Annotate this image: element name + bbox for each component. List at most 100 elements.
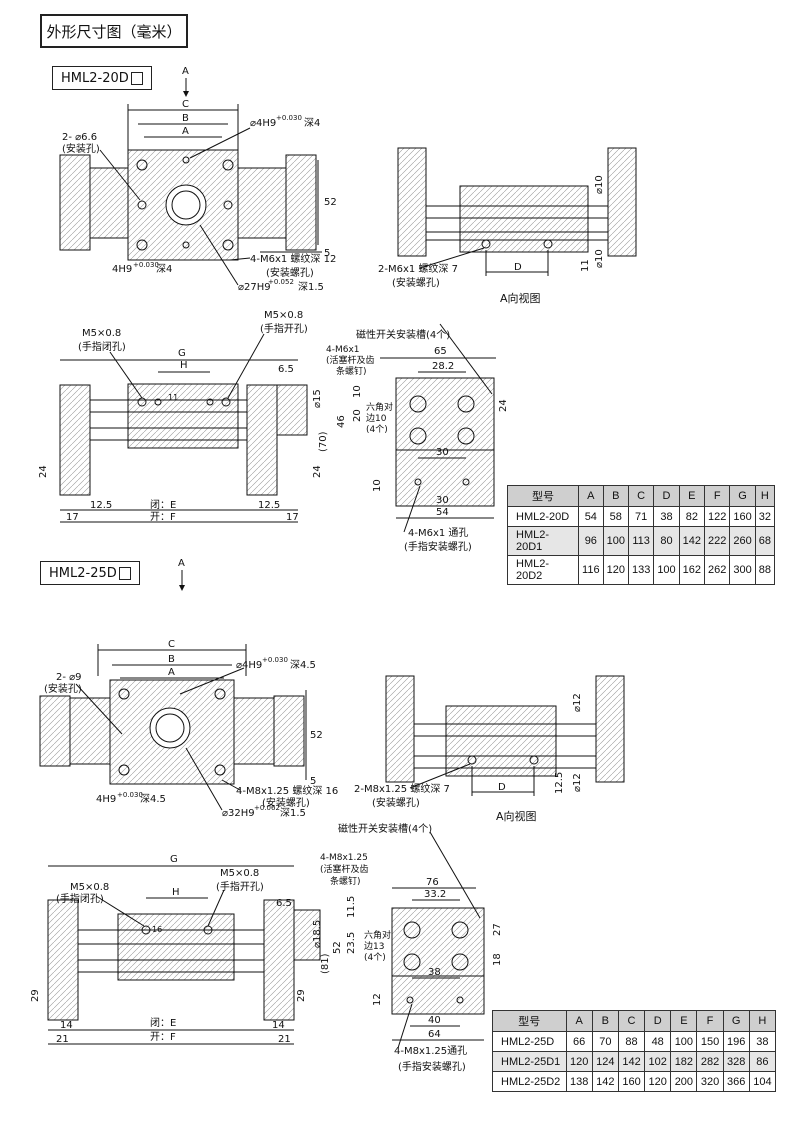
finger-screw: 4-M8x1.25通孔 xyxy=(394,1045,467,1057)
hole-note: (安装孔) xyxy=(44,682,82,695)
cell: 320 xyxy=(696,1071,724,1092)
cell: 328 xyxy=(722,1051,750,1072)
cell: 120 xyxy=(644,1071,672,1092)
front-17-right: 17 xyxy=(286,512,299,523)
front-open-port: M5×0.8 xyxy=(220,868,259,879)
bore-callout: ⌀27H9 xyxy=(238,282,271,293)
mount-screw: 4-M6x1 螺纹深 12 xyxy=(250,252,336,265)
pin-bottom: 4H9 xyxy=(96,794,116,805)
cell: 88 xyxy=(754,555,776,585)
pin-top: ⌀4H9 xyxy=(250,118,276,129)
top-view-20: A C B A 52 5 2- ⌀ xyxy=(59,66,337,293)
table-row: HML2-25D2 138 142 160 120 200 320 366 10… xyxy=(492,1071,777,1092)
cell: 104 xyxy=(748,1071,777,1092)
end-20: 20 xyxy=(352,409,363,422)
header-e: E xyxy=(670,1010,698,1032)
table-row: HML2-20D 54 58 71 38 82 122 160 32 xyxy=(506,506,776,527)
bore-depth: 深1.5 xyxy=(298,281,324,293)
header-e: E xyxy=(678,485,706,507)
front-h: H xyxy=(180,360,188,371)
front-81: (81) xyxy=(320,953,331,974)
cell: 68 xyxy=(754,526,776,556)
side-phi-bottom: ⌀10 xyxy=(594,249,605,268)
arrow-a-label: A xyxy=(182,66,189,77)
finger-screw-note: (手指安装螺孔) xyxy=(404,540,472,553)
cell: 366 xyxy=(722,1071,750,1092)
cell: 54 xyxy=(578,506,604,527)
front-open-note: (手指开孔) xyxy=(216,880,264,893)
table-row: HML2-20D2 116 120 133 100 162 262 300 88 xyxy=(506,555,776,585)
finger-screw-note: (手指安装螺孔) xyxy=(398,1060,466,1073)
front-21-left: 21 xyxy=(56,1034,69,1045)
table-row: HML2-20D1 96 100 113 80 142 222 260 68 xyxy=(506,526,776,556)
hole-note: (安装孔) xyxy=(62,142,100,155)
cell: 100 xyxy=(653,555,680,585)
dim-a: A xyxy=(182,126,189,137)
front-g: G xyxy=(178,348,186,359)
end-115: 11.5 xyxy=(346,896,357,918)
dim-5: 5 xyxy=(310,776,316,787)
hex-note3: (4个) xyxy=(364,952,386,963)
model-name: HML2-20D xyxy=(61,70,129,86)
table-row: HML2-25D 66 70 88 48 100 150 196 38 xyxy=(492,1031,777,1052)
header-h: H xyxy=(754,485,776,507)
side-phi-top: ⌀10 xyxy=(594,175,605,194)
cell: 102 xyxy=(644,1051,672,1072)
cell: 300 xyxy=(729,555,756,585)
end-52: 52 xyxy=(332,941,343,954)
cell: 160 xyxy=(617,1071,646,1092)
header-h: H xyxy=(748,1010,777,1032)
cell: 70 xyxy=(591,1031,619,1052)
front-close-port: M5×0.8 xyxy=(82,328,121,339)
mount-screw: 4-M8x1.25 螺纹深 16 xyxy=(236,784,338,797)
front-e: 闭：E xyxy=(150,498,176,511)
end-40: 40 xyxy=(428,1015,441,1026)
dim-52: 52 xyxy=(324,197,337,208)
cell: 182 xyxy=(670,1051,698,1072)
header-g: G xyxy=(729,485,756,507)
header-c: C xyxy=(617,1010,646,1032)
rod-screw-note1: (活塞杆及齿 xyxy=(320,863,369,875)
cell: 133 xyxy=(627,555,655,585)
cell: HML2-20D xyxy=(506,506,580,527)
bore-tol: +0.062 xyxy=(254,804,280,812)
cell: 120 xyxy=(565,1051,593,1072)
end-38: 38 xyxy=(428,967,441,978)
dim-c: C xyxy=(168,639,175,650)
pin-top-depth: 深4.5 xyxy=(290,659,316,671)
header-a: A xyxy=(565,1010,593,1032)
header-b: B xyxy=(591,1010,619,1032)
side-view-20: D ⌀10 ⌀10 11 2-M6x1 螺纹深 7 (安装螺孔) A向视图 xyxy=(378,147,637,305)
cell: HML2-20D1 xyxy=(506,526,580,556)
pin-bottom-tol: +0.030 xyxy=(133,261,159,269)
end-46: 46 xyxy=(336,415,347,428)
side-screw-note: (安装螺孔) xyxy=(392,276,440,289)
side-screw-note: (安装螺孔) xyxy=(372,796,420,809)
front-125-left: 12.5 xyxy=(90,500,112,511)
slot-note: 磁性开关安装槽(4个) xyxy=(338,822,432,835)
end-65: 65 xyxy=(434,346,447,357)
header-d: D xyxy=(653,485,680,507)
side-view-25: D ⌀12 ⌀12 12.5 2-M8x1.25 螺纹深 7 (安装螺孔) A向… xyxy=(354,675,625,823)
pin-top-tol: +0.030 xyxy=(276,114,302,122)
dim-b: B xyxy=(168,654,175,665)
header-c: C xyxy=(627,485,655,507)
end-10a: 10 xyxy=(352,385,363,398)
header-model: 型号 xyxy=(492,1010,567,1032)
front-24-left: 24 xyxy=(38,465,49,478)
front-h: H xyxy=(172,887,180,898)
end-64: 64 xyxy=(428,1029,441,1040)
front-open-port: M5×0.8 xyxy=(264,310,303,321)
front-close-port: M5×0.8 xyxy=(70,882,109,893)
cell: 66 xyxy=(565,1031,593,1052)
cell: 116 xyxy=(578,555,604,585)
hole-callout: 2- ⌀6.6 xyxy=(62,132,97,143)
cell: 82 xyxy=(678,506,706,527)
front-125-right: 12.5 xyxy=(258,500,280,511)
header-f: F xyxy=(696,1010,724,1032)
front-view-20: G H 11 6.5 ⌀15 (70) 24 24 12.5 12.5 闭：E … xyxy=(38,310,375,523)
front-65: 6.5 xyxy=(276,898,292,909)
cell: 142 xyxy=(617,1051,646,1072)
front-close-note: (手指闭孔) xyxy=(78,340,126,353)
header-b: B xyxy=(602,485,629,507)
